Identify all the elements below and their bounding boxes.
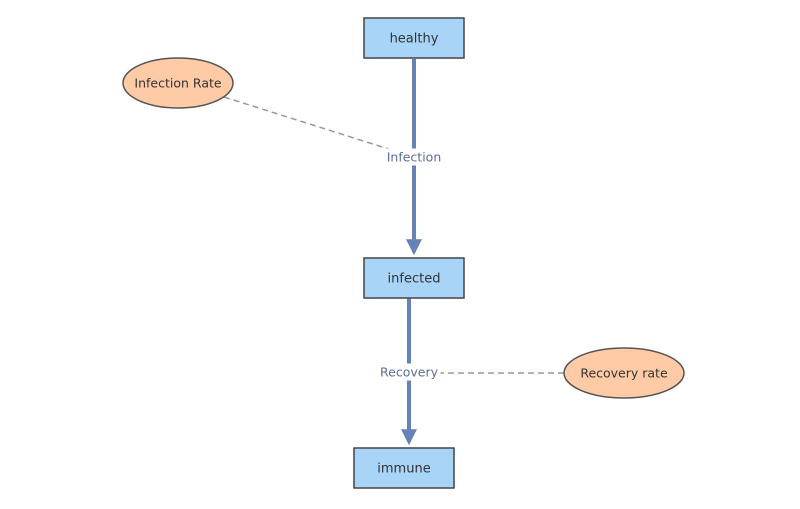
stock-infected[interactable]: infected — [363, 257, 465, 299]
variable-infection-rate[interactable]: Infection Rate — [122, 57, 234, 109]
stock-healthy-label: healthy — [390, 32, 439, 47]
recovery-flow-label[interactable]: Recovery — [380, 365, 439, 380]
stock-immune[interactable]: immune — [353, 447, 455, 489]
stock-immune-box — [353, 447, 455, 489]
infection-flow-label[interactable]: Infection — [387, 150, 442, 165]
variable-recovery-rate-shape — [563, 347, 685, 399]
variable-recovery-rate[interactable]: Recovery rate — [563, 347, 685, 399]
stock-healthy[interactable]: healthy — [363, 17, 465, 59]
variable-infection-rate-shape — [122, 57, 234, 109]
infection-rate-link[interactable] — [223, 96, 411, 156]
variable-infection-rate-label: Infection Rate — [134, 76, 221, 91]
flow-label-backdrop — [378, 363, 441, 381]
stock-infected-box — [363, 257, 465, 299]
stock-healthy-box — [363, 17, 465, 59]
flow-label-backdrop — [384, 148, 444, 166]
variable-recovery-rate-label: Recovery rate — [580, 366, 668, 381]
stock-infected-label: infected — [388, 272, 441, 287]
stock-immune-label: immune — [377, 462, 430, 477]
